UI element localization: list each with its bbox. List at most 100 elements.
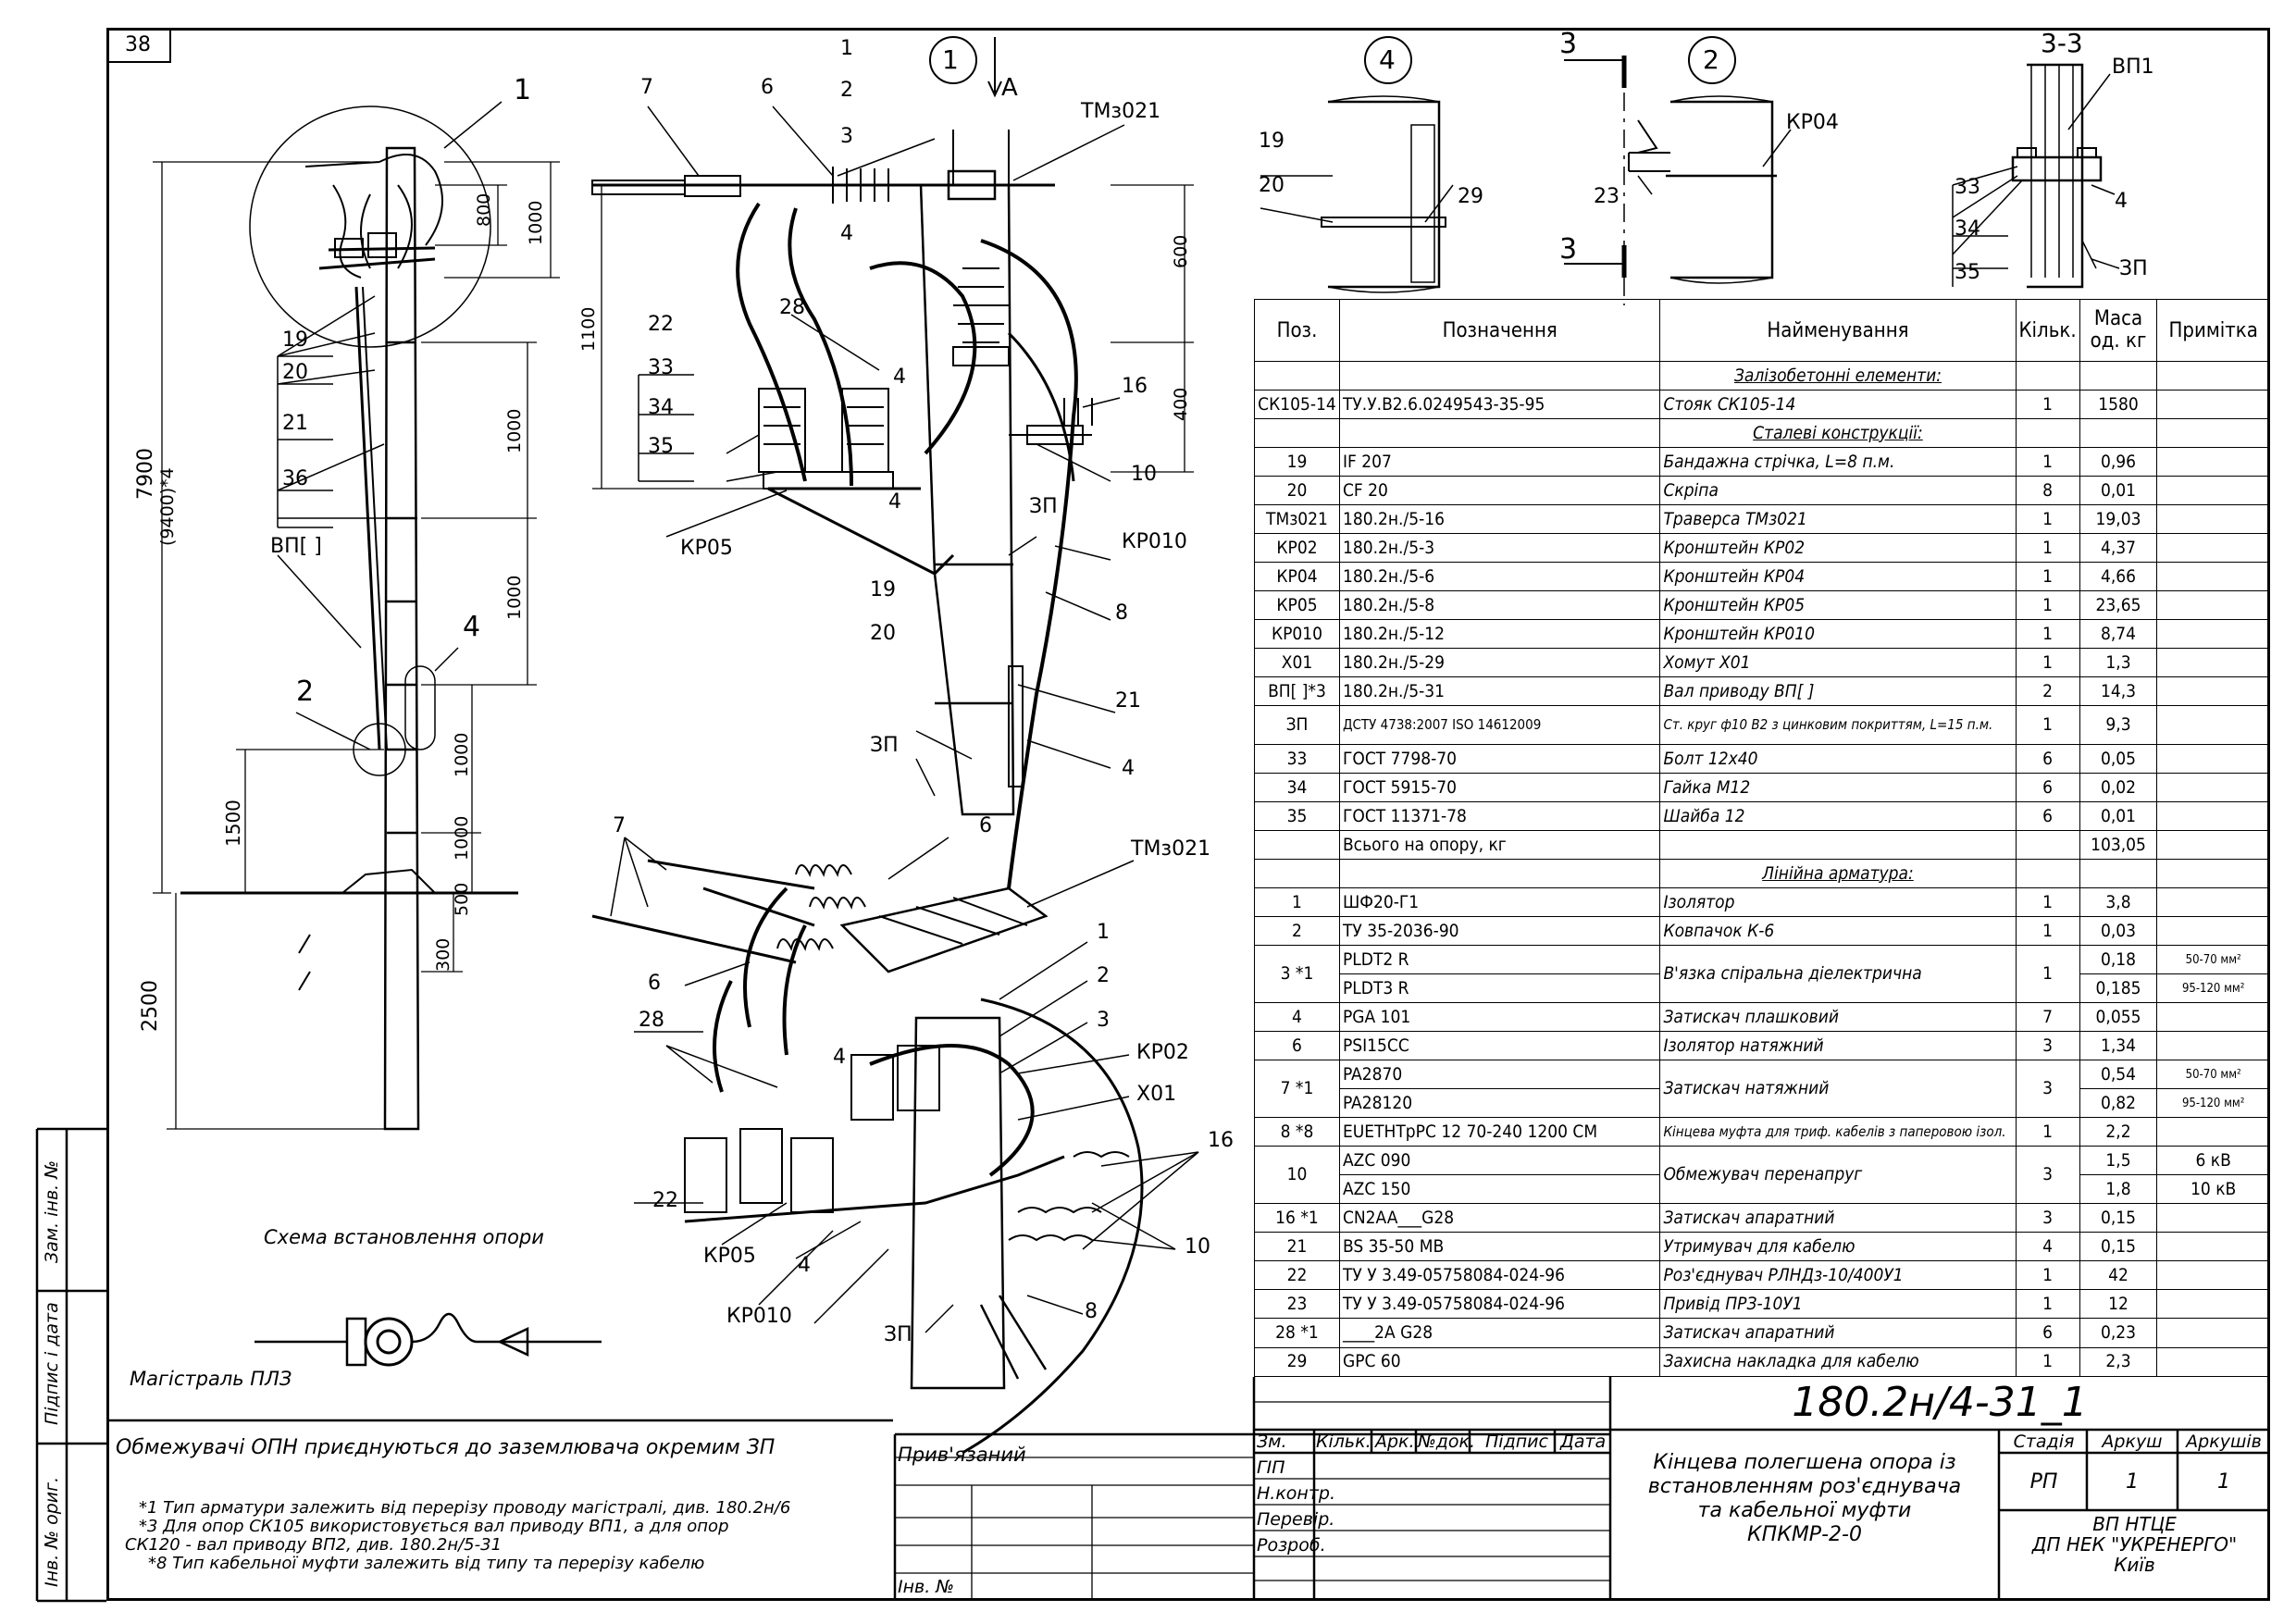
spec-qty: 1: [2015, 887, 2080, 918]
spec-mass: 42: [2079, 1260, 2158, 1291]
spec-name: [1659, 830, 2017, 861]
dim-600: 600: [1171, 234, 1191, 268]
dim-1000-top: 1000: [526, 200, 546, 245]
spec-note-2: 95-120 мм²: [2156, 1088, 2270, 1119]
spec-code: ТУ 35-2036-90: [1338, 916, 1661, 947]
drawing-title-line-1: Кінцева полегшена опора із: [1653, 1451, 1956, 1474]
role-rozrob: Розроб.: [1257, 1535, 1326, 1556]
spec-note: [2156, 447, 2270, 477]
spec-qty: 1: [2015, 562, 2080, 592]
spec-qty: 1: [2015, 705, 2080, 746]
spec-pos: 8 *8: [1254, 1117, 1340, 1147]
spec-mass: 19,03: [2079, 504, 2158, 535]
spec-pos: 34: [1254, 773, 1340, 803]
rev-header-zm: Зм.: [1257, 1432, 1287, 1452]
dim-1000-a: 1000: [504, 408, 525, 453]
organization-line-1: ВП НТЦЕ: [2092, 1513, 2177, 1535]
spec-mass: 0,15: [2079, 1232, 2158, 1262]
spec-pos: 2: [1254, 916, 1340, 947]
spec-note: [2156, 887, 2270, 918]
spec-name: Гайка М12: [1659, 773, 2017, 803]
spec-note: [2156, 619, 2270, 650]
drawing-title-line-3: та кабельної муфти: [1697, 1499, 1912, 1522]
sheet-value: 1: [2126, 1470, 2139, 1494]
spec-pos: 19: [1254, 447, 1340, 477]
role-gip: ГІП: [1257, 1457, 1285, 1478]
spec-note: [2156, 1232, 2270, 1262]
header-pos: Поз.: [1254, 299, 1340, 362]
spec-note: [2156, 1031, 2270, 1061]
spec-code: EUETHTpPC 12 70-240 1200 CM: [1338, 1117, 1661, 1147]
callout-zp-s33: ЗП: [2119, 257, 2148, 280]
spec-pos: СК105-14: [1254, 390, 1340, 420]
drawing-title-line-4: КПКМР-2-0: [1747, 1523, 1862, 1546]
spec-qty: 1: [2015, 619, 2080, 650]
spec-qty: 1: [2015, 648, 2080, 678]
spec-mass: 0,18: [2079, 945, 2158, 975]
spec-qty: 1: [2015, 504, 2080, 535]
header-name: Найменування: [1659, 299, 2017, 362]
spec-mass-2: 0,185: [2079, 973, 2158, 1004]
callout-2: 2: [296, 676, 315, 708]
spec-qty: 3: [2015, 1146, 2080, 1205]
spec-pos: КР04: [1254, 562, 1340, 592]
spec-section-title: Сталеві конструкції:: [1659, 418, 2017, 449]
spec-qty: 6: [2015, 801, 2080, 832]
callout-34-v1: 34: [648, 396, 674, 419]
stamp-inv-orig: Інв. № ориг.: [42, 1476, 62, 1587]
dim-1500: 1500: [222, 800, 244, 847]
callout-4: 4: [463, 611, 481, 643]
spec-pos: ЗП: [1254, 705, 1340, 746]
callout-10-v1: 10: [1131, 463, 1157, 486]
callout-29-v4: 29: [1458, 185, 1483, 208]
spec-code: PSI15CC: [1338, 1031, 1661, 1061]
spec-qty: 1: [2015, 590, 2080, 621]
stamp-sign-date: Підпис і дата: [42, 1302, 62, 1425]
callout-36: 36: [282, 467, 308, 490]
callout-6-iso-b: 6: [648, 972, 661, 995]
spec-name: Ізолятор: [1659, 887, 2017, 918]
spec-note: [2156, 390, 2270, 420]
callout-2-v1: 2: [840, 79, 853, 102]
spec-note: [2156, 1289, 2270, 1320]
spec-mass: 12: [2079, 1289, 2158, 1320]
spec-note: [2156, 705, 2270, 746]
spec-note: [2156, 648, 2270, 678]
spec-code: ТУ.У.В2.6.0249543-35-95: [1338, 390, 1661, 420]
spec-qty: 1: [2015, 1117, 2080, 1147]
spec-code: 180.2н./5-29: [1338, 648, 1661, 678]
spec-qty: 1: [2015, 533, 2080, 564]
spec-pos: 22: [1254, 1260, 1340, 1291]
spec-note: [2156, 1346, 2270, 1377]
spec-qty: 1: [2015, 1346, 2080, 1377]
spec-mass: 1,34: [2079, 1031, 2158, 1061]
spec-code: 180.2н./5-12: [1338, 619, 1661, 650]
spec-name: Утримувач для кабелю: [1659, 1232, 2017, 1262]
footnote-2: *3 Для опор СК105 використовується вал п…: [139, 1517, 729, 1536]
spec-pos: КР010: [1254, 619, 1340, 650]
callout-35-v1: 35: [648, 435, 674, 458]
view-1-label: 1: [942, 44, 959, 75]
spec-note: [2156, 1203, 2270, 1233]
spec-note: [2156, 916, 2270, 947]
spec-mass: 23,65: [2079, 590, 2158, 621]
spec-pos: 23: [1254, 1289, 1340, 1320]
rev-header-sign: Підпис: [1485, 1432, 1548, 1452]
spec-code: 180.2н./5-6: [1338, 562, 1661, 592]
spec-name: Болт 12х40: [1659, 744, 2017, 775]
spec-qty: 1: [2015, 447, 2080, 477]
dim-1000-b: 1000: [504, 575, 525, 620]
spec-mass: 0,01: [2079, 476, 2158, 506]
callout-tmz-iso: ТМз021: [1131, 837, 1211, 861]
spec-note: [2156, 533, 2270, 564]
